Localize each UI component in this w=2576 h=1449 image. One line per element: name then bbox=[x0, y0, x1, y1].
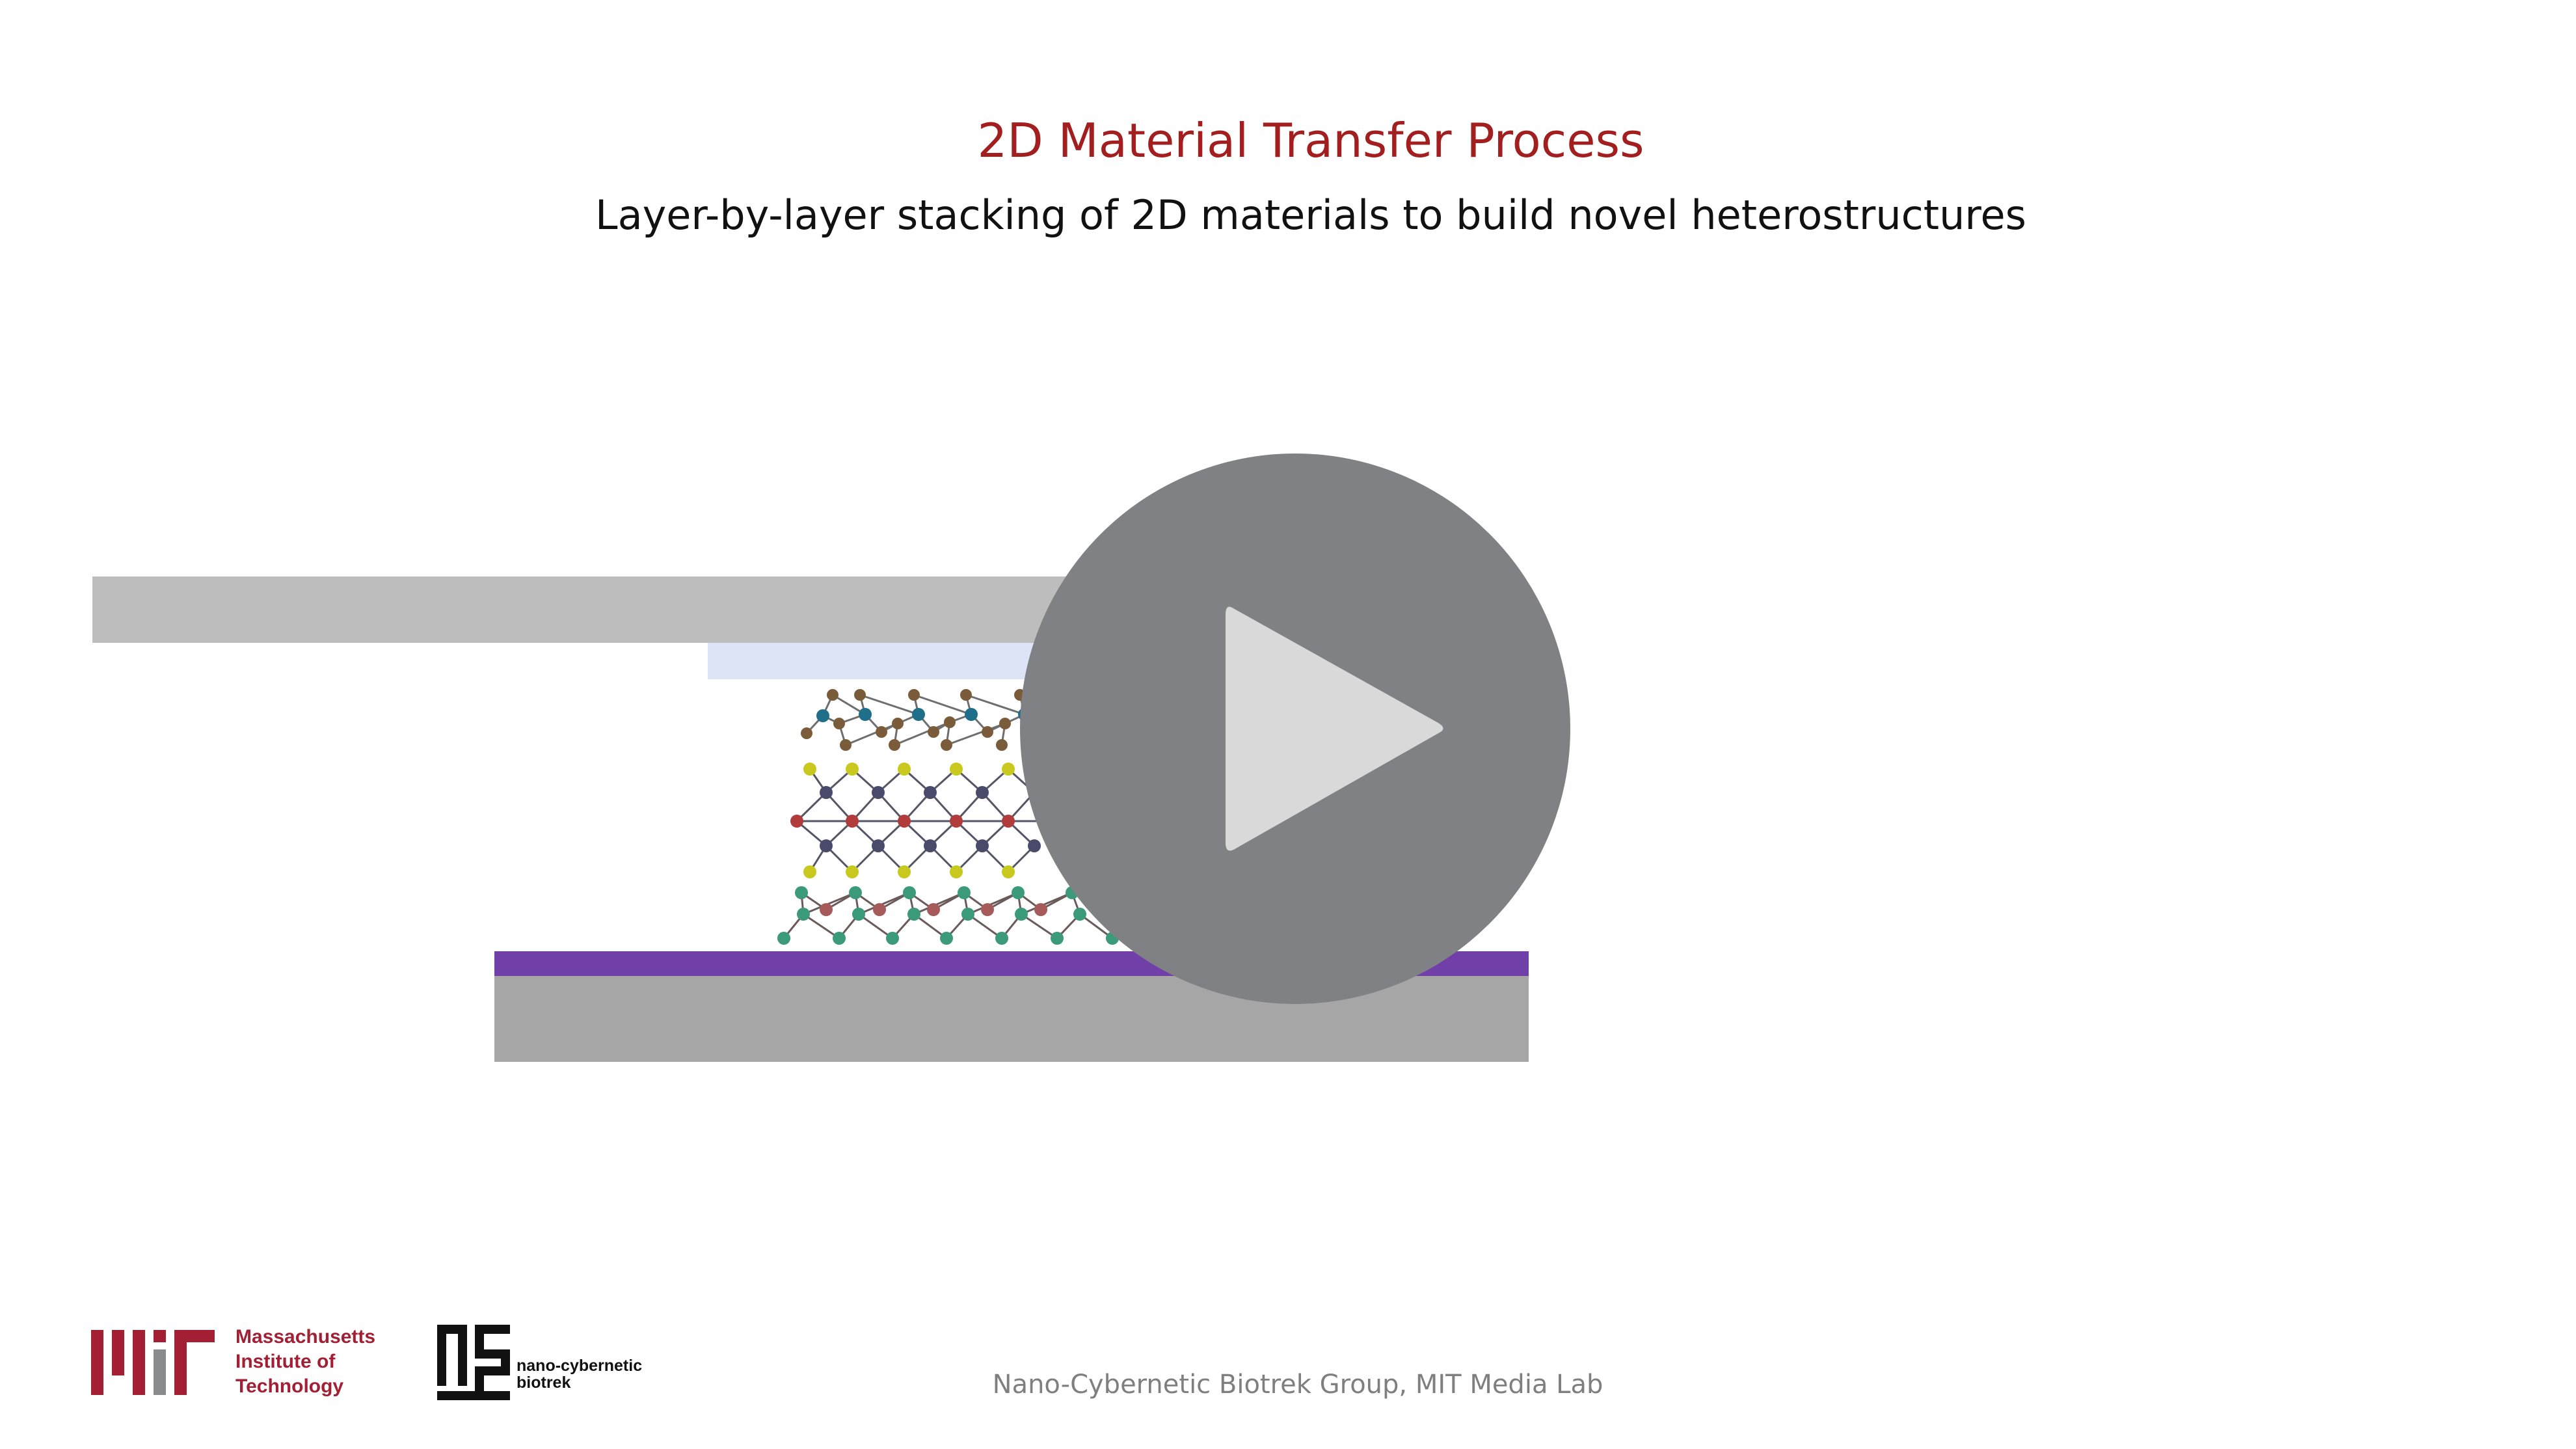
top-layer-atoms bbox=[801, 689, 1031, 751]
slide-subtitle: Layer-by-layer stacking of 2D materials … bbox=[595, 191, 2026, 239]
mit-wordmark-line-2: Institute of bbox=[235, 1351, 336, 1372]
nano-cybernetic-biotrek-logo: nano-cybernetic biotrek bbox=[437, 1325, 671, 1409]
slide-title: 2D Material Transfer Process bbox=[977, 113, 1644, 168]
ncb-wordmark-line-2: biotrek bbox=[517, 1374, 571, 1392]
ncb-logo-mark bbox=[437, 1325, 510, 1400]
mit-wordmark-line-1: Massachusetts bbox=[235, 1326, 376, 1347]
mit-wordmark: Massachusetts Institute of Technology bbox=[235, 1325, 375, 1399]
mit-logo: Massachusetts Institute of Technology bbox=[91, 1325, 384, 1409]
bottom-layer-atoms bbox=[777, 886, 1119, 945]
video-play-button[interactable] bbox=[1019, 452, 1572, 1005]
mit-wordmark-line-3: Technology bbox=[235, 1375, 344, 1397]
ncb-wordmark-line-1: nano-cybernetic bbox=[517, 1357, 643, 1375]
mit-bars-logo-mark bbox=[91, 1330, 215, 1395]
middle-atomic-layer bbox=[796, 767, 1041, 874]
middle-layer-atoms bbox=[790, 763, 1041, 878]
transfer-stamp bbox=[92, 576, 1107, 643]
polymer-film bbox=[708, 643, 1046, 679]
ncb-wordmark: nano-cybernetic biotrek bbox=[517, 1357, 642, 1391]
play-icon bbox=[1226, 606, 1443, 851]
footer-credit: Nano-Cybernetic Biotrek Group, MIT Media… bbox=[992, 1370, 1603, 1400]
